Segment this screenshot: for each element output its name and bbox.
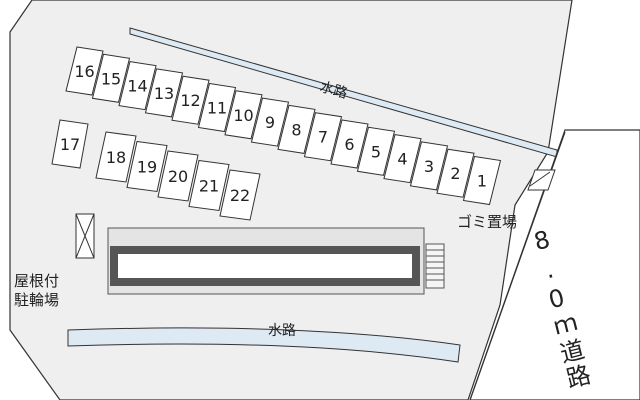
parking-space-number: 16: [74, 62, 94, 81]
parking-space-number: 10: [233, 106, 253, 125]
parking-space-number: 1: [477, 172, 487, 191]
parking-space-number: 17: [60, 135, 80, 154]
parking-space-14: 14: [118, 61, 157, 111]
parking-space-20: 20: [157, 150, 199, 202]
parking-space-number: 8: [291, 120, 301, 139]
parking-space-5: 5: [356, 126, 396, 176]
parking-space-number: 22: [230, 186, 250, 205]
parking-space-number: 12: [180, 91, 200, 110]
parking-space-17: 17: [51, 119, 89, 169]
parking-space-number: 15: [101, 69, 121, 88]
parking-space-3: 3: [409, 141, 449, 191]
parking-space-16: 16: [65, 46, 104, 96]
canal-south-label: 水路: [268, 323, 296, 339]
bike-shelter-icon: [75, 213, 95, 259]
parking-space-21: 21: [188, 159, 230, 212]
parking-space-4: 4: [383, 134, 422, 184]
parking-space-7: 7: [303, 112, 343, 162]
parking-space-number: 5: [371, 142, 381, 161]
parking-space-number: 18: [106, 148, 126, 167]
building-inner: [118, 254, 412, 278]
parking-space-number: 3: [424, 157, 434, 176]
parking-space-number: 7: [318, 128, 328, 147]
parking-space-9: 9: [250, 97, 290, 147]
garbage-label: ゴミ置場: [457, 213, 518, 231]
garbage-box-icon: [527, 169, 556, 191]
parking-space-19: 19: [126, 140, 168, 193]
stair-icon: [425, 243, 445, 289]
parking-space-18: 18: [95, 131, 137, 183]
parking-space-2: 2: [436, 148, 475, 198]
parking-space-number: 2: [450, 164, 460, 183]
parking-space-22: 22: [219, 169, 261, 221]
parking-space-10: 10: [224, 90, 263, 140]
parking-space-1: 1: [462, 155, 502, 206]
parking-space-6: 6: [330, 119, 369, 169]
bike-parking-label: 屋根付 駐輪場: [14, 272, 60, 309]
parking-space-15: 15: [91, 53, 131, 103]
parking-space-number: 11: [207, 99, 227, 118]
parking-space-number: 13: [154, 84, 174, 103]
parking-space-number: 21: [199, 177, 219, 196]
parking-space-number: 6: [344, 135, 354, 154]
parking-space-number: 14: [127, 77, 147, 96]
parking-space-12: 12: [171, 75, 210, 125]
parking-space-13: 13: [144, 68, 184, 118]
parking-space-number: 4: [397, 150, 407, 169]
parking-space-8: 8: [277, 104, 316, 154]
canal-south: [67, 327, 461, 363]
parking-space-number: 20: [168, 167, 188, 186]
parking-space-11: 11: [197, 82, 237, 133]
parking-space-number: 19: [137, 158, 157, 177]
parking-space-number: 9: [265, 113, 275, 132]
